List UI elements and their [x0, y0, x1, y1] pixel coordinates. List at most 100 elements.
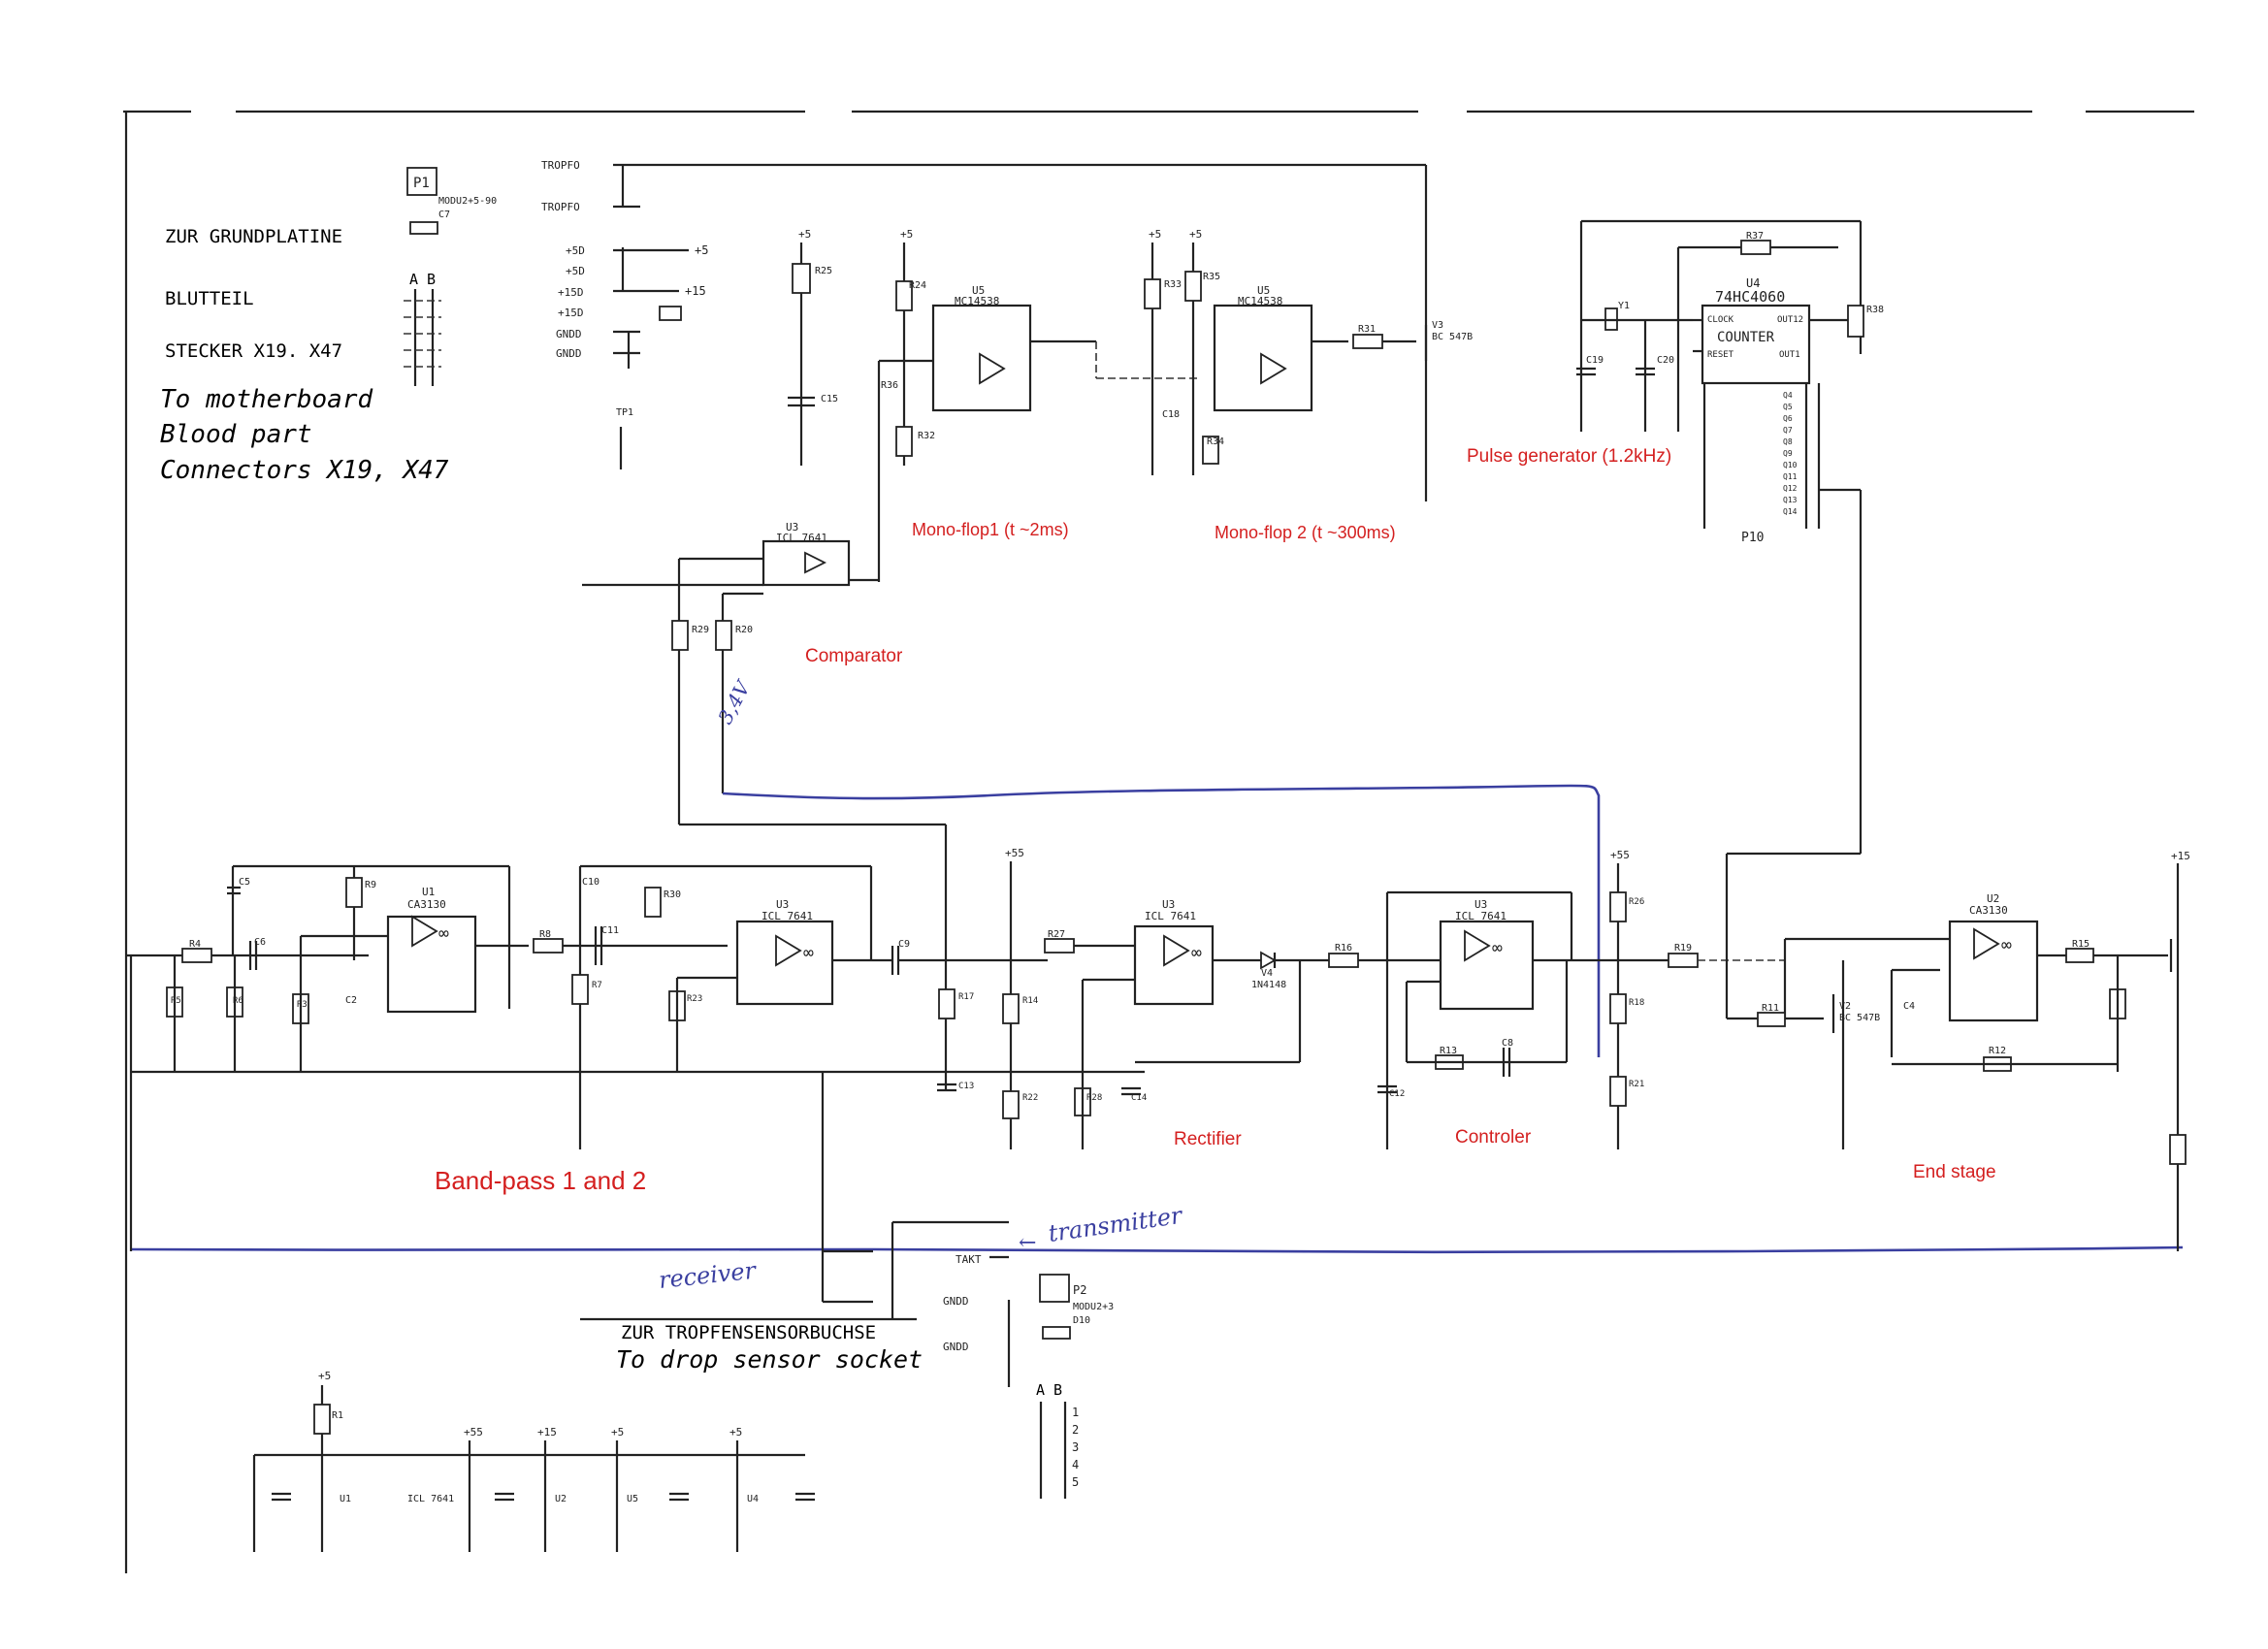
r17-label: R17	[958, 992, 974, 1002]
u5b-ref: U5	[1257, 284, 1270, 297]
svg-text:∞: ∞	[1191, 943, 1202, 963]
label-controler: Controler	[1455, 1127, 1532, 1148]
u3-bp-ref: U3	[776, 898, 789, 911]
y1-label: Y1	[1618, 301, 1630, 311]
c9-label: C9	[898, 939, 910, 950]
p1-code: C7	[438, 210, 450, 220]
p1-pin-3: +5D	[566, 244, 585, 257]
r30-resistor	[644, 887, 662, 918]
c19-label: C19	[1586, 355, 1604, 366]
tp1-label: TP1	[616, 407, 633, 418]
u3-bp-chip	[735, 920, 834, 1006]
u1-part: CA3130	[407, 898, 446, 911]
end-rail-p15: +15	[2171, 850, 2190, 862]
r3-label: R3	[297, 1000, 308, 1010]
r8-resistor	[533, 938, 564, 954]
r4-label: R4	[189, 939, 201, 950]
c12-label: C12	[1389, 1089, 1405, 1099]
p1-rail-p15: +15	[685, 284, 706, 298]
u3-rect-chip	[1133, 924, 1215, 1006]
u4-out1: OUT1	[1779, 350, 1800, 360]
c2-label: C2	[345, 995, 357, 1006]
r20-resistor	[715, 620, 732, 651]
r29-resistor	[671, 620, 689, 651]
pulse-generator-block: R37 R38 Y1 C19 C20 U4 74HC4060 COUNTER C…	[1576, 219, 1884, 854]
c10-label: C10	[582, 877, 599, 888]
p1-part: MODU2+5-90	[438, 196, 497, 207]
p2-code: D10	[1073, 1315, 1090, 1326]
r24-label: R24	[909, 280, 926, 291]
u5b-chip	[1213, 304, 1313, 412]
r14-label: R14	[1022, 996, 1038, 1006]
r-out-resistor	[2169, 1134, 2187, 1165]
r38-resistor	[1847, 305, 1864, 338]
dec-plus5-a: +5	[318, 1370, 331, 1382]
u4-out12: OUT12	[1777, 315, 1803, 325]
u5a-ref: U5	[972, 284, 985, 297]
r26-resistor	[1609, 891, 1627, 922]
u3-bp-part: ICL 7641	[761, 910, 813, 922]
ab-header-top: A B	[409, 271, 436, 288]
r16-resistor	[1328, 953, 1359, 968]
dec-u4: U4	[747, 1494, 759, 1504]
dec-plus15a: +15	[537, 1426, 557, 1439]
r18-resistor	[1609, 993, 1627, 1024]
r34-label: R34	[1207, 436, 1224, 447]
dec-plus55: +55	[464, 1426, 483, 1439]
c14-label: C14	[1131, 1093, 1147, 1103]
mf2-plus5a: +5	[1149, 228, 1161, 241]
ab-pin-3: 3	[1072, 1440, 1079, 1454]
u5a-chip	[931, 304, 1032, 412]
p2-jumper-icon	[1039, 1274, 1070, 1303]
rect-rail-p55: +55	[1005, 847, 1024, 859]
r20-label: R20	[735, 625, 753, 635]
c6-label: C6	[254, 937, 266, 948]
header-zur-grundplatine: ZUR GRUNDPLATINE	[165, 226, 342, 247]
r19-label: R19	[1674, 943, 1692, 954]
r33-label: R33	[1164, 279, 1182, 290]
r14-resistor	[1002, 993, 1020, 1024]
p10-label: P10	[1741, 531, 1764, 545]
r36-label: R36	[881, 380, 898, 391]
r7-resistor	[571, 974, 589, 1005]
r21-resistor	[1609, 1076, 1627, 1107]
r12-label: R12	[1989, 1046, 2006, 1056]
u4-q14: Q14	[1783, 507, 1798, 516]
r25-label: R25	[815, 266, 832, 276]
svg-text:∞: ∞	[1492, 938, 1503, 958]
label-end-stage: End stage	[1913, 1162, 1996, 1182]
u1-chip	[386, 915, 477, 1014]
c8-label: C8	[1502, 1038, 1513, 1049]
r11-resistor	[1757, 1012, 1786, 1027]
r30-label: R30	[664, 889, 681, 900]
u5a-part: MC14538	[955, 295, 999, 307]
u1-ref: U1	[422, 886, 435, 898]
v3-label: V3	[1432, 320, 1443, 331]
label-rectifier: Rectifier	[1174, 1129, 1242, 1149]
svg-text:∞: ∞	[438, 923, 449, 944]
c18-label: C18	[1162, 409, 1180, 420]
ab-pin-5: 5	[1072, 1475, 1079, 1489]
p2-part: MODU2+3	[1073, 1302, 1114, 1312]
header-blutteil: BLUTTEIL	[165, 288, 254, 309]
r28-label: R28	[1086, 1093, 1102, 1103]
r27-label: R27	[1048, 929, 1065, 940]
r19-resistor	[1668, 953, 1699, 968]
p2-socket-icon	[1042, 1326, 1071, 1340]
u2-ref: U2	[1987, 892, 1999, 905]
svg-text:∞: ∞	[2001, 935, 2012, 955]
p2-pin-gnd1: GNDD	[943, 1295, 969, 1308]
c15-label: C15	[821, 394, 838, 404]
v4-label: V4	[1261, 968, 1273, 979]
pen-voltage: 3,4V	[713, 675, 756, 728]
r15-resistor	[2065, 948, 2094, 963]
header-connectors: Connectors X19, X47	[160, 456, 449, 485]
comparator-block: U3 ICL 7641 R29 R20	[582, 521, 946, 826]
ctrl-rail-p55: +55	[1610, 849, 1630, 861]
r31-label: R31	[1358, 324, 1376, 335]
drop-zur-tropfen: ZUR TROPFENSENSORBUCHSE	[621, 1322, 876, 1343]
p2-ref: P2	[1073, 1283, 1086, 1297]
mono-flop1-block: +5 R25 C15 +5 R24 R32 R36 U5 MC14538	[788, 228, 1198, 582]
r16-label: R16	[1335, 943, 1352, 954]
mf1-plus5b: +5	[900, 228, 913, 241]
